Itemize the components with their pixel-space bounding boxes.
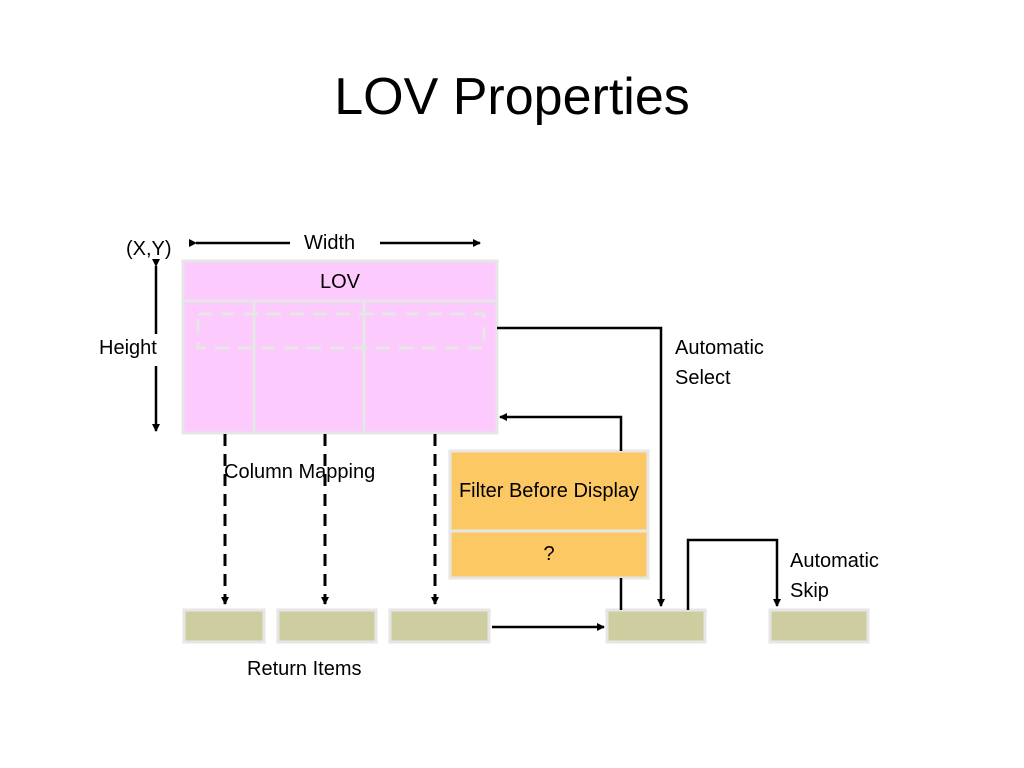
automatic-skip-label: Automatic Skip	[790, 550, 879, 602]
filter-value: ?	[543, 542, 555, 565]
filter-before-display-label: Filter Before Display	[458, 480, 640, 502]
return-item-box	[182, 608, 266, 644]
lov-title: LOV	[319, 270, 361, 293]
return-item-box	[388, 608, 491, 644]
return-item-box	[276, 608, 378, 644]
return-items-label: Return Items	[247, 658, 362, 680]
filter-path-arrow	[499, 413, 623, 451]
lov-selected-row	[196, 312, 486, 350]
target-item-box	[605, 608, 707, 644]
skip-target-item-box	[768, 608, 870, 644]
height-label: Height	[99, 337, 157, 359]
width-label: Width	[304, 232, 356, 254]
automatic-select-arrow	[497, 326, 665, 607]
automatic-select-label: Automatic Select	[675, 337, 764, 389]
column-mapping-label: Column Mapping	[224, 461, 376, 483]
page-title: LOV Properties	[334, 68, 690, 126]
filter-box	[448, 449, 650, 580]
xy-label: (X,Y)	[126, 238, 172, 260]
automatic-skip-arrow	[686, 538, 781, 610]
